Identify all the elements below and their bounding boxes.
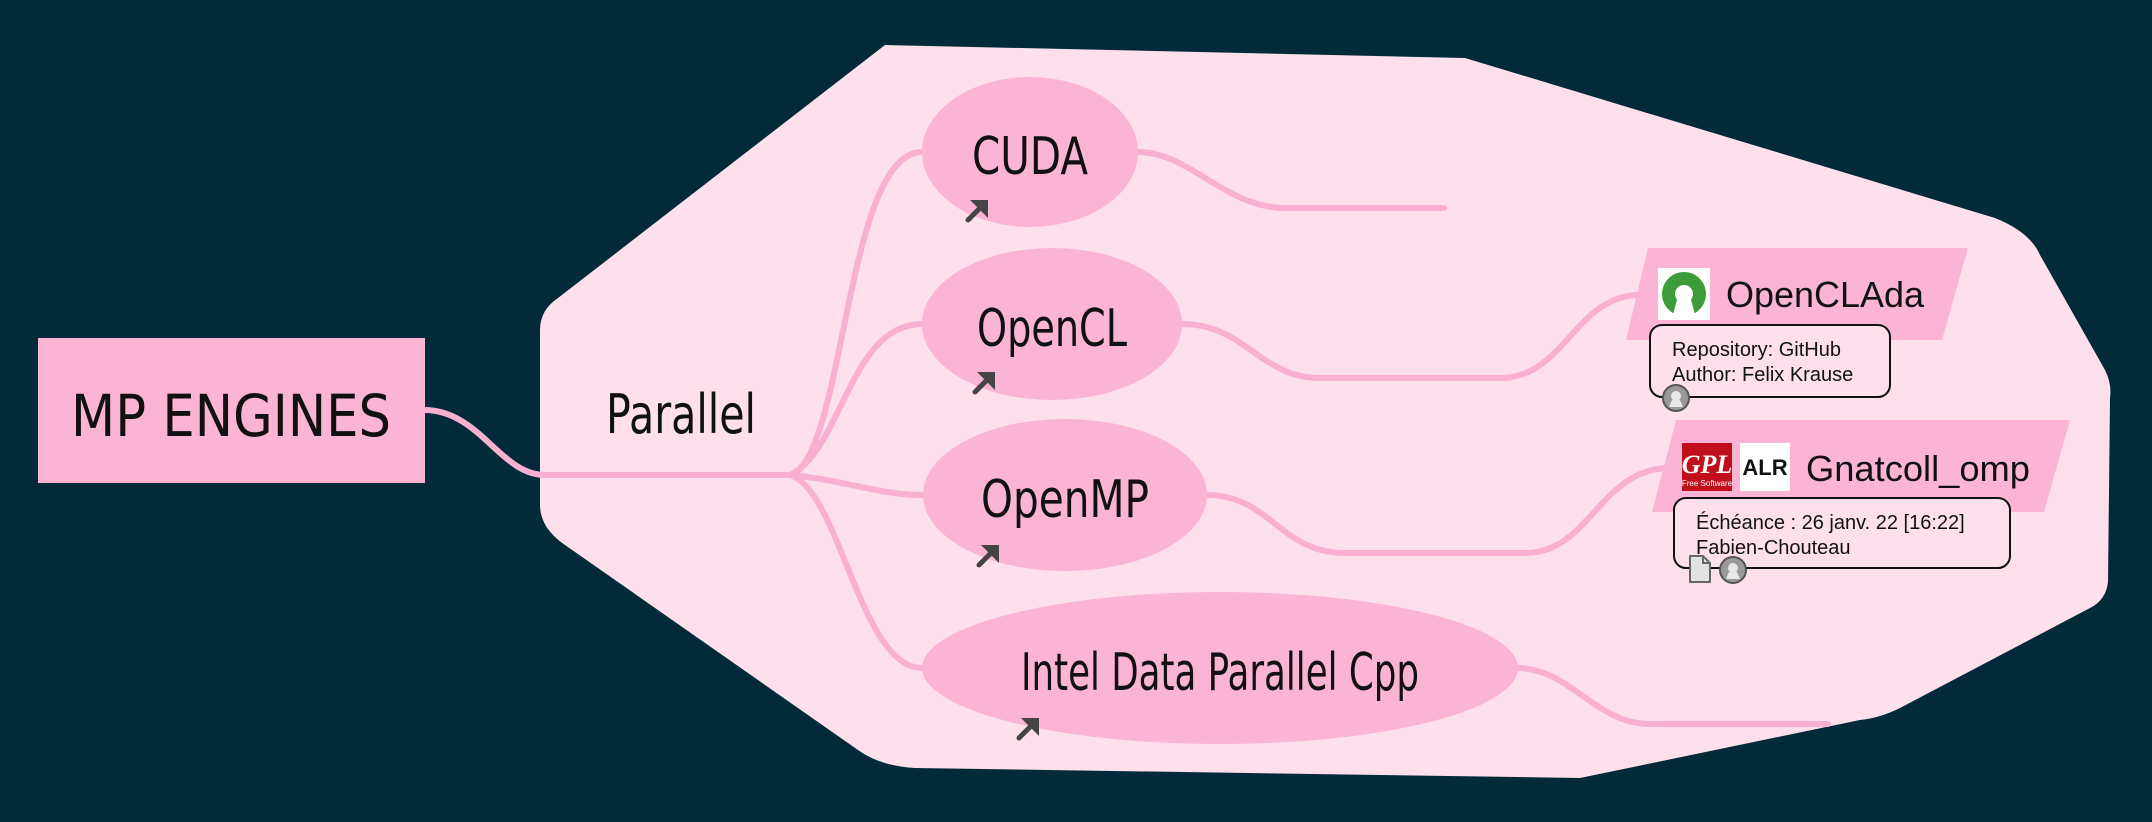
subtopic-gnatcoll[interactable]: GPL Free Software ALR Gnatcoll_omp Échéa… bbox=[1652, 420, 2070, 584]
topic-intel-label: Intel Data Parallel Cpp bbox=[1021, 643, 1419, 703]
subtopic-openclada[interactable]: OpenCLAda Repository: GitHub Author: Fel… bbox=[1626, 248, 1968, 412]
note-openclada-line-2: Author: Felix Krause bbox=[1672, 364, 1853, 386]
note-gnatcoll-line-1: Échéance : 26 janv. 22 [16:22] bbox=[1696, 511, 1965, 534]
topic-opencl-label: OpenCL bbox=[977, 299, 1127, 359]
topic-cuda-label: CUDA bbox=[972, 127, 1088, 187]
subtopic-openclada-shape bbox=[1626, 248, 1968, 340]
document-icon[interactable] bbox=[1689, 555, 1711, 583]
gpl-badge-text: GPL bbox=[1682, 450, 1733, 479]
globe-icon[interactable] bbox=[1662, 384, 1690, 412]
gpl-badge-subtext: Free Software bbox=[1682, 479, 1733, 488]
connector-cuda-tail bbox=[1135, 149, 1447, 211]
arrow-up-right-icon[interactable] bbox=[972, 372, 995, 395]
topic-openmp[interactable]: OpenMP bbox=[923, 419, 1207, 571]
note-openclada-line-1: Repository: GitHub bbox=[1672, 339, 1841, 361]
group-boundary[interactable] bbox=[540, 45, 2111, 778]
root-node[interactable]: MP ENGINES bbox=[38, 338, 425, 483]
group-label[interactable]: Parallel bbox=[606, 383, 756, 446]
topic-intel-dpcpp[interactable]: Intel Data Parallel Cpp bbox=[922, 592, 1518, 744]
connector-openmp-gnatcoll bbox=[1204, 465, 1693, 556]
topic-cuda-bubble bbox=[922, 77, 1138, 227]
arrow-up-right-icon[interactable] bbox=[1016, 718, 1039, 741]
connector-root-parallel bbox=[421, 407, 793, 478]
alr-badge-icon: ALR bbox=[1740, 443, 1790, 491]
topic-opencl-bubble bbox=[922, 248, 1182, 400]
note-openclada[interactable]: Repository: GitHub Author: Felix Krause bbox=[1649, 324, 1891, 398]
gpl-badge-icon: GPL Free Software bbox=[1682, 443, 1733, 491]
topic-opencl[interactable]: OpenCL bbox=[922, 248, 1182, 400]
connector-openmp bbox=[787, 472, 925, 498]
note-gnatcoll[interactable]: Échéance : 26 janv. 22 [16:22] Fabien-Ch… bbox=[1673, 497, 2011, 569]
topic-cuda[interactable]: CUDA bbox=[922, 77, 1138, 227]
open-source-icon bbox=[1658, 268, 1710, 320]
connector-intel bbox=[787, 472, 925, 671]
connector-opencl bbox=[787, 321, 925, 478]
topic-intel-bubble bbox=[922, 592, 1518, 744]
connector-opencl-openclada bbox=[1179, 292, 1653, 381]
root-label: MP ENGINES bbox=[71, 382, 391, 450]
subtopic-gnatcoll-label: Gnatcoll_omp bbox=[1806, 448, 2030, 489]
alr-badge-text: ALR bbox=[1742, 455, 1787, 480]
subtopic-openclada-label: OpenCLAda bbox=[1726, 274, 1925, 315]
arrow-up-right-icon[interactable] bbox=[965, 200, 988, 223]
note-gnatcoll-line-2: Fabien-Chouteau bbox=[1696, 537, 1851, 559]
connector-cuda bbox=[787, 149, 925, 478]
root-node-box bbox=[38, 338, 425, 483]
arrow-up-right-icon[interactable] bbox=[976, 545, 999, 568]
topic-openmp-label: OpenMP bbox=[981, 470, 1149, 530]
topic-openmp-bubble bbox=[923, 419, 1207, 571]
globe-icon[interactable] bbox=[1719, 556, 1747, 584]
connector-intel-tail bbox=[1514, 665, 1831, 727]
